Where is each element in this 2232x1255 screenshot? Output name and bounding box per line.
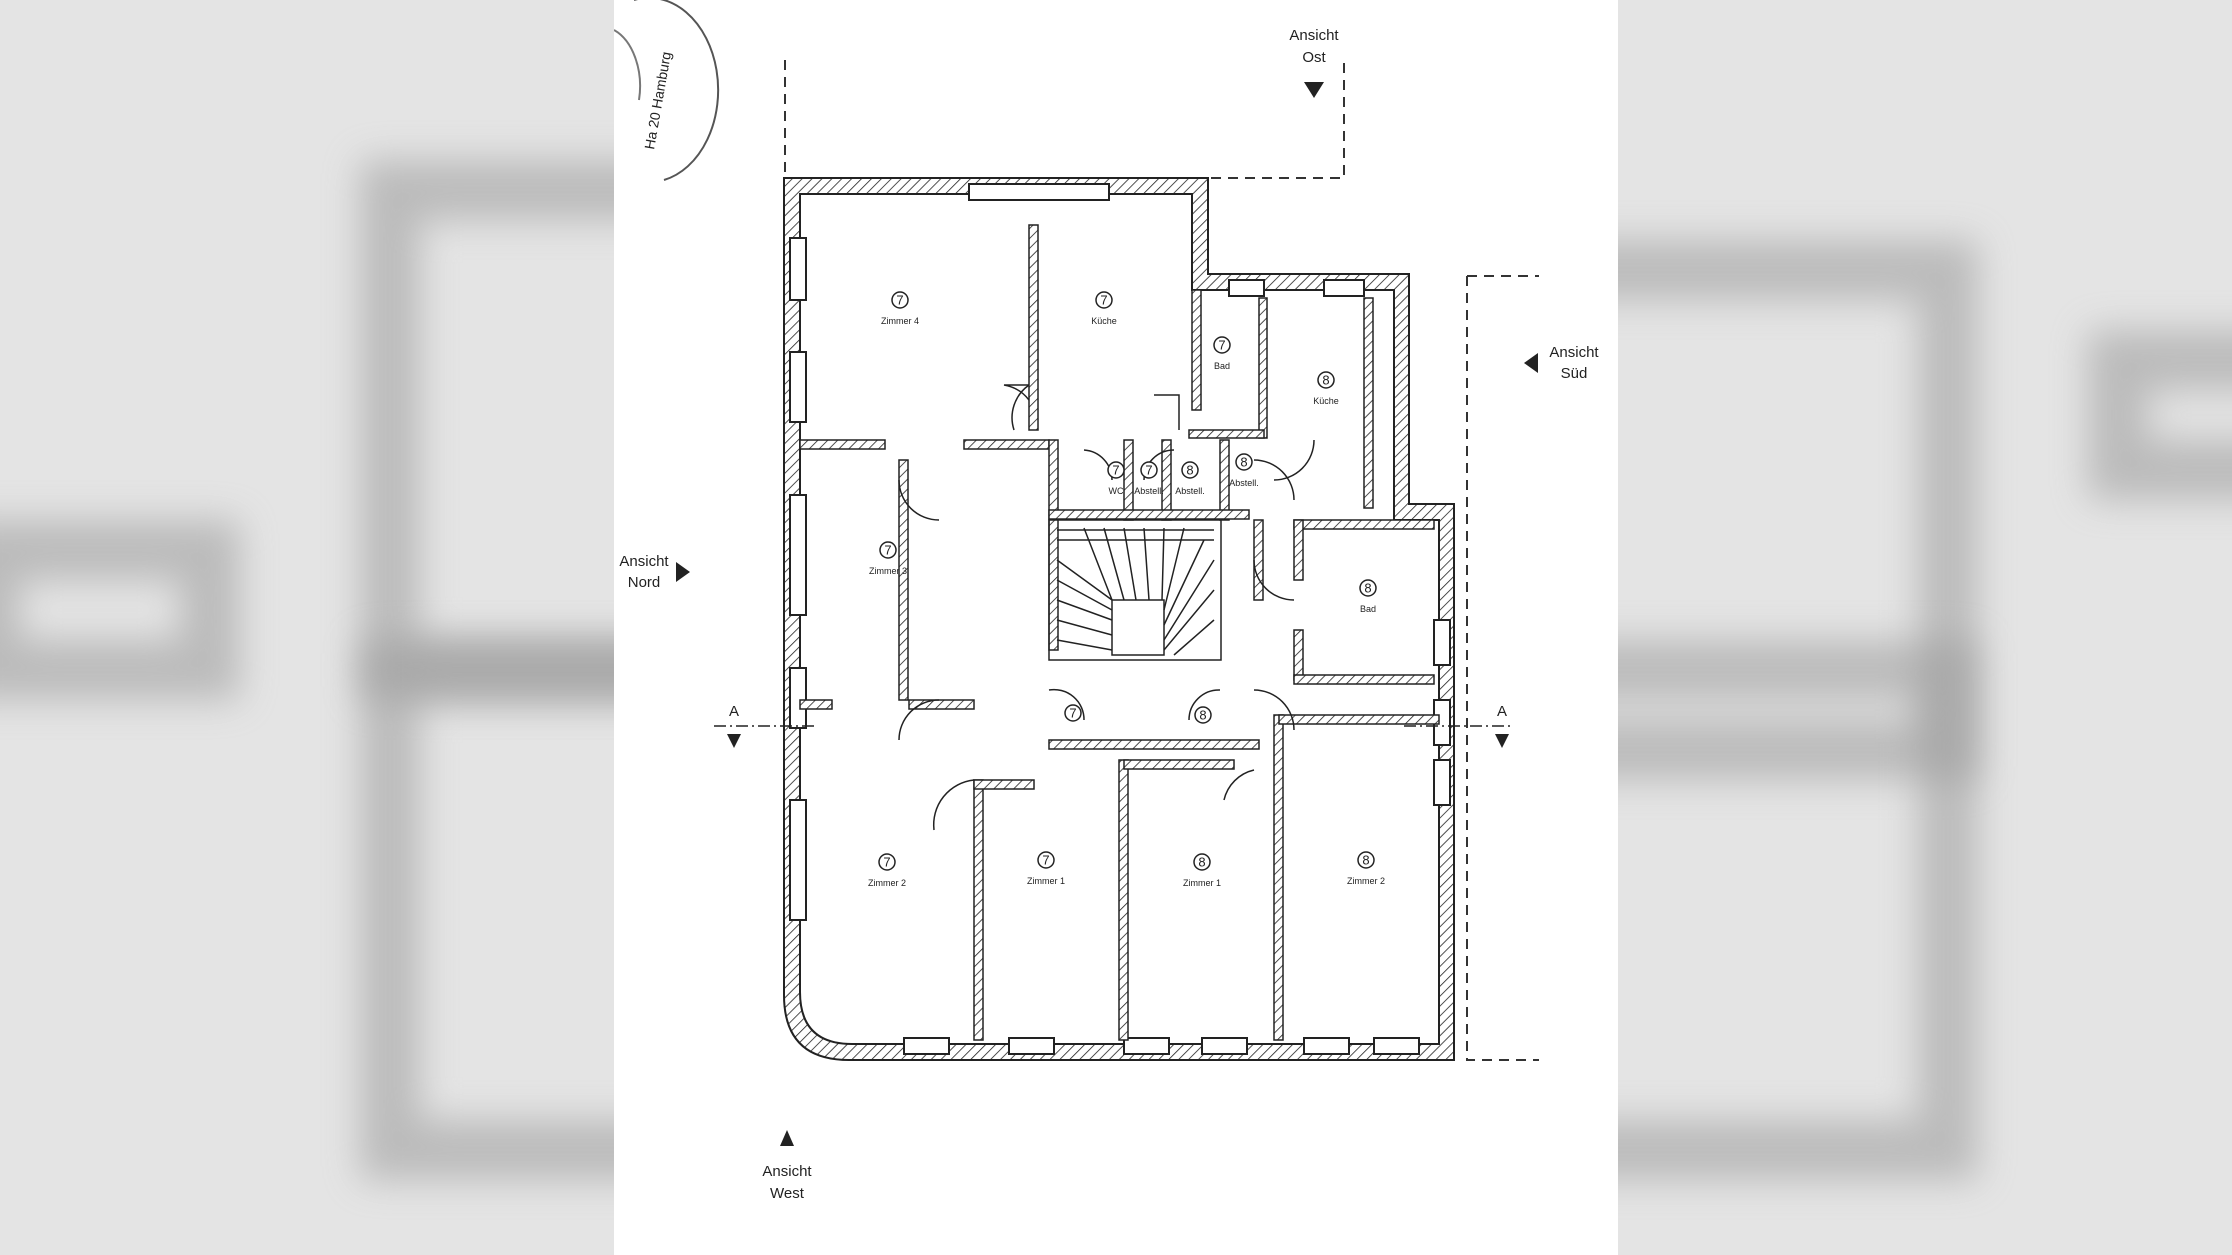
view-markers xyxy=(676,82,1538,1146)
stamp-text: Ha 20 Hamburg xyxy=(641,50,674,150)
room-label: Abstell. xyxy=(1134,486,1164,496)
room-number-circle xyxy=(1359,579,1377,597)
view-east-line1: Ansicht xyxy=(1289,27,1339,44)
view-north-line2: Nord xyxy=(628,574,661,591)
blurred-background-right xyxy=(1618,0,2232,1255)
room-number-circle xyxy=(1095,291,1113,309)
room-number: 8 xyxy=(1322,373,1329,388)
room-number-circle xyxy=(1107,461,1125,479)
room-number-circle xyxy=(1181,461,1199,479)
view-north-marker xyxy=(676,562,690,582)
doors xyxy=(898,384,1315,831)
staircase xyxy=(1048,519,1222,661)
room-number: 7 xyxy=(1100,293,1107,308)
view-east-marker xyxy=(1304,82,1324,98)
room-number-circle xyxy=(1140,461,1158,479)
room-number: 8 xyxy=(1199,708,1206,723)
room-number-circle xyxy=(879,541,897,559)
room-label: Bad xyxy=(1214,361,1230,371)
room-number-circle xyxy=(878,853,896,871)
room-number: 7 xyxy=(1069,706,1076,721)
room-number: 7 xyxy=(1145,463,1152,478)
view-east-line2: Ost xyxy=(1302,49,1326,66)
room-number-circle xyxy=(1317,371,1335,389)
room-label: Zimmer 2 xyxy=(1347,876,1385,886)
room-label: Abstell. xyxy=(1229,478,1259,488)
room-number-circle xyxy=(1193,853,1211,871)
room-label: Küche xyxy=(1091,316,1117,326)
room-marker: 8 xyxy=(1194,706,1212,724)
room-number-circle xyxy=(1194,706,1212,724)
section-right-marker xyxy=(1495,734,1509,748)
outer-wall xyxy=(783,177,1455,1061)
room-number: 7 xyxy=(883,855,890,870)
room-number: 7 xyxy=(1042,853,1049,868)
room-number: 7 xyxy=(896,293,903,308)
room-label: Abstell. xyxy=(1175,486,1205,496)
room-number: 7 xyxy=(1218,338,1225,353)
room-number-circle xyxy=(891,291,909,309)
room-number: 8 xyxy=(1364,581,1371,596)
view-south-marker xyxy=(1524,353,1538,373)
blurred-background-left xyxy=(0,0,614,1255)
room-number: 7 xyxy=(1112,463,1119,478)
room-label: Bad xyxy=(1360,604,1376,614)
room-number: 7 xyxy=(884,543,891,558)
room-marker: 7 xyxy=(1064,704,1082,722)
room-label: Zimmer 1 xyxy=(1027,876,1065,886)
room-number: 8 xyxy=(1362,853,1369,868)
section-left-marker xyxy=(727,734,741,748)
view-north-line1: Ansicht xyxy=(619,553,669,570)
room-number: 8 xyxy=(1240,455,1247,470)
room-number-circle xyxy=(1235,453,1253,471)
interior-walls xyxy=(799,224,1440,1041)
room-label: WC xyxy=(1109,486,1124,496)
view-labels: Ansicht Ost Ansicht Süd Ansicht Nord Ans… xyxy=(619,27,1599,1202)
windows xyxy=(789,183,1451,1055)
room-number: 8 xyxy=(1186,463,1193,478)
room-number-circle xyxy=(1357,851,1375,869)
section-right-label: A xyxy=(1497,703,1507,720)
room-number-circle xyxy=(1213,336,1231,354)
section-left-label: A xyxy=(729,703,739,720)
room-label: Zimmer 4 xyxy=(881,316,919,326)
view-west-line1: Ansicht xyxy=(762,1163,812,1180)
room-label: Zimmer 3 xyxy=(869,566,907,576)
view-south-line1: Ansicht xyxy=(1549,344,1599,361)
view-west-marker xyxy=(780,1130,794,1146)
room-marker: 7WC xyxy=(1107,461,1125,496)
room-label: Zimmer 2 xyxy=(868,878,906,888)
room-number: 8 xyxy=(1198,855,1205,870)
floor-plan: Ha 20 Hamburg xyxy=(614,0,1599,1202)
stamp: Ha 20 Hamburg xyxy=(614,0,720,181)
view-west-line2: West xyxy=(770,1185,805,1202)
room-label: Zimmer 1 xyxy=(1183,878,1221,888)
dashed-outlines xyxy=(784,60,1539,1061)
room-number-circle xyxy=(1037,851,1055,869)
room-number-circle xyxy=(1064,704,1082,722)
room-label: Küche xyxy=(1313,396,1339,406)
view-south-line2: Süd xyxy=(1561,365,1588,382)
floor-plan-page: Ha 20 Hamburg xyxy=(614,0,1618,1255)
